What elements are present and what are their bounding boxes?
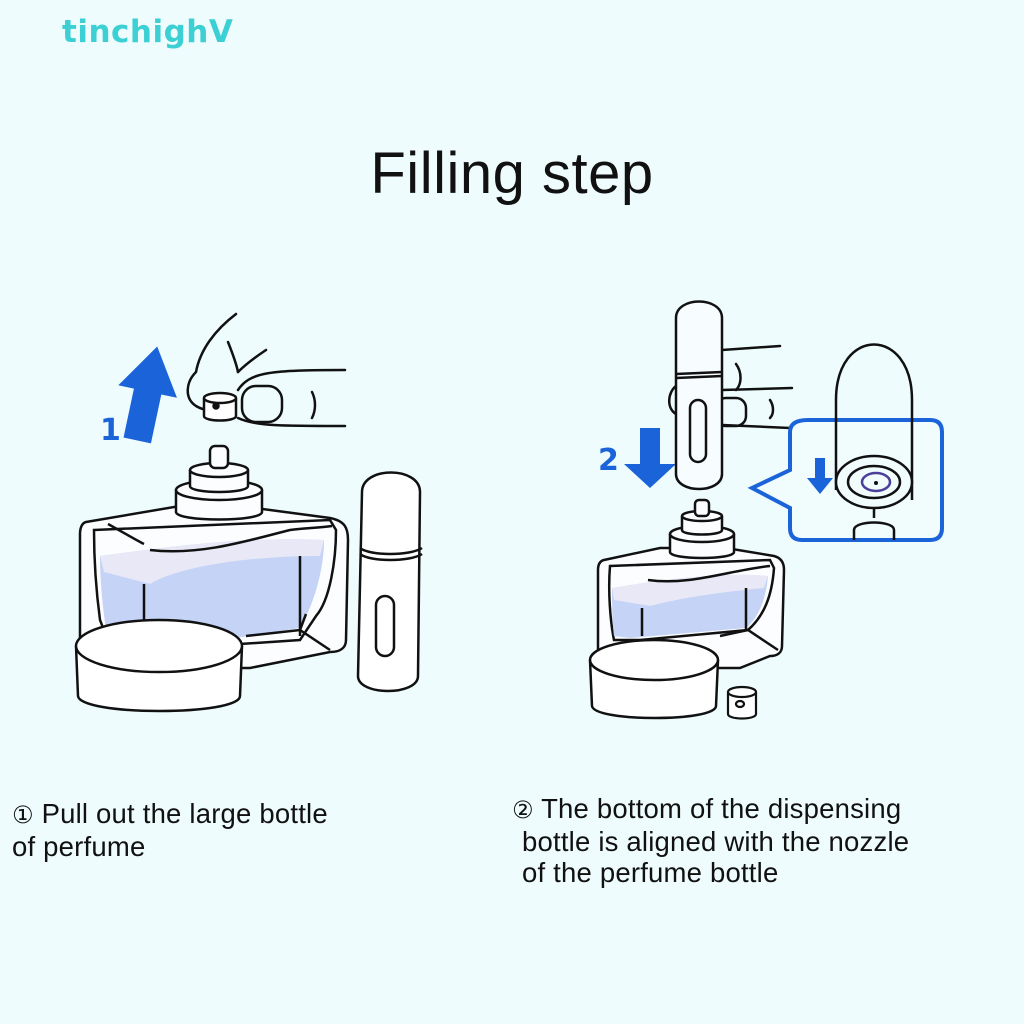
step-2-caption-line-2: bottle is aligned with the nozzle [522,826,910,857]
step-1-number: 1 [100,413,121,448]
step-2-caption-line-1: The bottom of the dispensing [541,793,902,824]
perfume-bottle [74,444,350,713]
step-2-number: 2 [598,443,619,478]
dispensing-bottle-held [674,300,724,491]
step-1-caption-line-2: of perfume [12,831,146,862]
step-2-caption: ② The bottom of the dispensing bottle is… [512,793,909,888]
step-1-marker: ① [12,801,34,829]
step-2-marker: ② [512,796,534,824]
arrow-down-icon [624,428,676,488]
step-1-illustration: 1 [74,312,423,713]
page-title: Filling step [370,141,654,206]
bottle-cap-icon [726,685,758,720]
step-1-caption: ① Pull out the large bottle of perfume [12,798,328,862]
arrow-down-small-icon [807,458,833,494]
step-2-illustration: 2 [588,300,944,720]
arrow-up-icon [118,346,177,444]
step-2-caption-line-3: of the perfume bottle [522,857,779,888]
perfume-bottle [588,498,786,720]
bottle-cap-icon [202,391,238,422]
nozzle-zoom-callout [747,343,944,542]
watermark: tinchighV [62,14,234,50]
dispensing-bottle [356,471,423,693]
step-1-caption-line-1: Pull out the large bottle [41,798,328,829]
